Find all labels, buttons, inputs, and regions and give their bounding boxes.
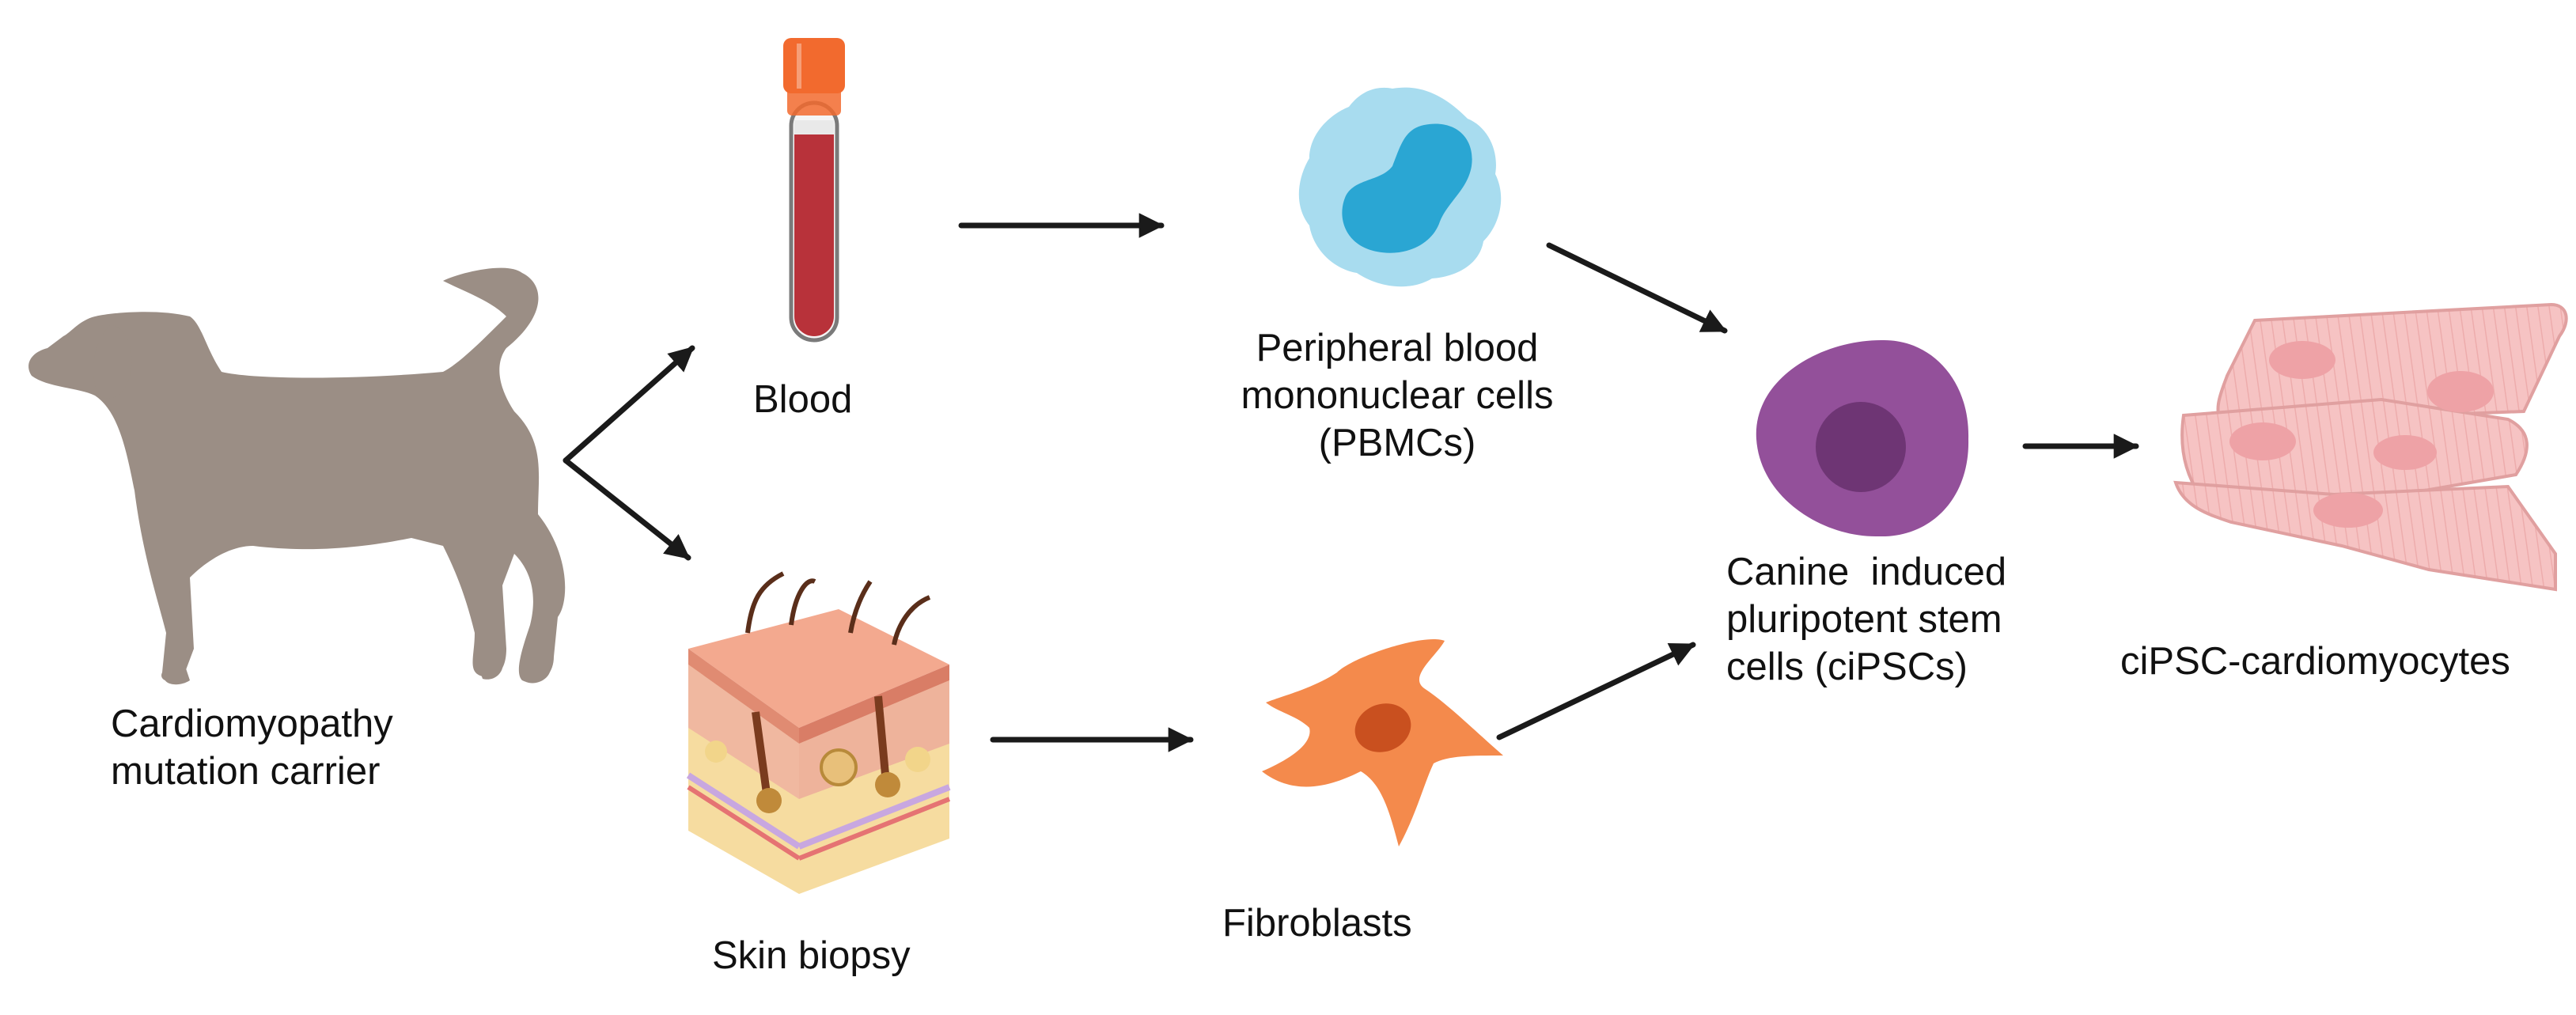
label-skin-text: Skin biopsy <box>712 934 911 977</box>
arrow-dog-to-blood <box>563 345 695 464</box>
label-cardio-text: ciPSC-cardiomyocytes <box>2120 640 2510 683</box>
label-pbmc: Peripheral blood mononuclear cells (PBMC… <box>1215 324 1579 467</box>
label-fibroblasts: Fibroblasts <box>1222 899 1412 947</box>
skin-biopsy-icon <box>686 571 951 894</box>
label-cipsc-line-3: cells (ciPSCs) <box>1726 646 1968 688</box>
arrow-dog-to-skin <box>563 457 691 561</box>
ipsc-cell-icon <box>1756 339 1969 537</box>
pbmc-cell-icon <box>1298 87 1502 287</box>
label-cipsc: Canine induced pluripotent stem cells (c… <box>1726 548 2006 691</box>
label-dog-line-2: mutation carrier <box>111 750 381 793</box>
cardiomyocytes-icon <box>2173 302 2568 592</box>
label-skin: Skin biopsy <box>712 932 911 979</box>
label-dog-line-1: Cardiomyopathy <box>111 703 393 745</box>
arrow-pbmc-to-ipsc <box>1546 242 1728 334</box>
label-cipsc-line-1: Canine induced <box>1726 551 2007 593</box>
label-dog: Cardiomyopathy mutation carrier <box>111 700 393 795</box>
dog-icon <box>28 267 566 685</box>
label-blood: Blood <box>753 376 852 423</box>
label-pbmc-line-1: Peripheral blood <box>1256 327 1539 369</box>
label-blood-text: Blood <box>753 378 853 421</box>
label-cipsc-line-2: pluripotent stem <box>1726 598 2002 641</box>
fibroblast-icon <box>1262 639 1503 846</box>
label-fibroblasts-text: Fibroblasts <box>1222 902 1412 945</box>
label-pbmc-line-2: mononuclear cells <box>1241 374 1554 417</box>
label-cardio: ciPSC-cardiomyocytes <box>2120 638 2510 685</box>
arrow-fibroblast-to-ipsc <box>1496 642 1696 740</box>
label-pbmc-line-3: (PBMCs) <box>1318 422 1476 464</box>
blood-tube-icon <box>783 38 845 343</box>
